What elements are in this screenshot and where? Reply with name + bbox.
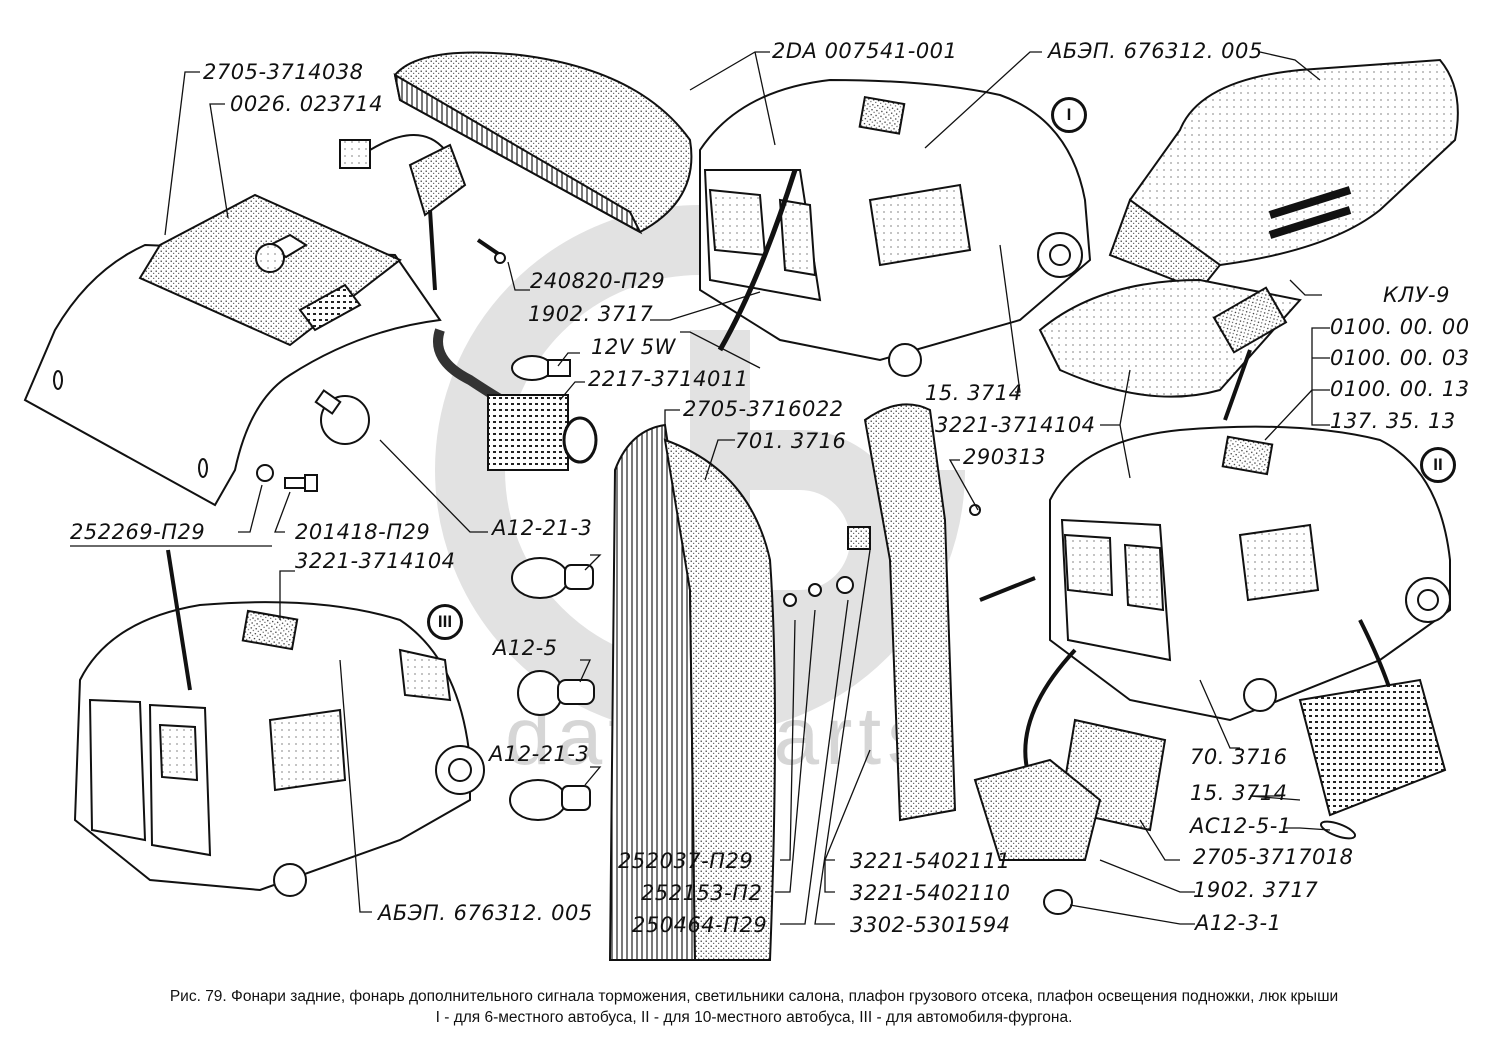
view-marker-I: I [1051,97,1087,133]
part-label: AC12-5-1 [1190,814,1292,838]
part-label: 70. 3716 [1190,745,1288,769]
van-view-II [1023,425,1451,781]
part-label: A12-21-3 [489,742,590,766]
bolt-201418 [284,474,318,492]
part-label: 250464-П29 [632,913,768,937]
van-view-I [699,78,1092,377]
door-seal-strip [863,403,981,822]
part-label: 3221-3714104 [295,549,456,573]
caption-line-2: I - для 6-местного автобуса, II - для 10… [435,1009,1073,1026]
part-label: A12-3-1 [1195,911,1282,935]
part-label: 2705-3714038 [203,60,364,84]
arrow-to-roof-hatch [1223,349,1252,421]
part-label: 2705-3717018 [1193,845,1354,869]
part-label: 252269-П29 [70,520,206,544]
part-label: 3221-5402111 [850,849,1011,873]
washer-252269 [256,464,274,482]
roof-hatch-klu9 [1038,58,1459,398]
view-marker-II: II [1420,447,1456,483]
bulb-a12-21-3-top [314,389,370,445]
high-mount-stop-lamp [393,51,693,235]
screw-240820 [476,238,506,264]
caption-line-1: Рис. 79. Фонари задние, фонарь дополните… [169,988,1339,1005]
bulb-a12-21-3-lower [509,779,591,821]
lamp-wiring-harness [339,134,598,471]
part-label: 240820-П29 [530,269,666,293]
bulb-12v5w [511,355,571,381]
part-label: 2217-3714011 [588,367,749,391]
part-label: 3221-3714104 [935,413,1096,437]
bulb-a12-5 [517,670,595,716]
part-label: КЛУ-9 [1383,283,1450,307]
part-label: 1902. 3717 [528,302,654,326]
arrow-to-view-II [979,576,1036,602]
leader-lines [70,51,1331,925]
part-label: A12-21-3 [492,516,593,540]
part-label: 12V 5W [591,335,676,359]
cargo-lamp-plafond [1298,678,1447,840]
roof-console-panel [23,193,442,507]
part-label: 252037-П29 [618,849,754,873]
part-label: 0100. 00. 13 [1330,377,1470,401]
figure-caption: Рис. 79. Фонари задние, фонарь дополните… [0,986,1508,1028]
view-marker-III: III [427,604,463,640]
part-label: 201418-П29 [295,520,431,544]
footstep-lamp [973,718,1167,915]
part-label: 0026. 023714 [230,92,383,116]
part-label: 701. 3716 [735,429,847,453]
part-label: 2DA 007541-001 [772,39,958,63]
part-label: АБЭП. 676312. 005 [1048,39,1263,63]
bulb-a12-21-3-upper [511,557,594,599]
arrow-to-view-III [166,549,192,691]
part-label: 15. 3714 [925,381,1023,405]
part-label: 137. 35. 13 [1330,409,1456,433]
tail-lamp-housing [608,423,871,961]
part-label: 3302-5301594 [850,913,1011,937]
part-label: 0100. 00. 00 [1330,315,1470,339]
van-view-III [73,601,485,897]
part-label: 3221-5402110 [850,881,1011,905]
part-label: 1902. 3717 [1193,878,1319,902]
part-label: АБЭП. 676312. 005 [378,901,593,925]
part-label: A12-5 [493,636,558,660]
part-label: 290313 [963,445,1047,469]
part-label: 0100. 00. 03 [1330,346,1470,370]
part-label: 252153-П2 [641,881,763,905]
part-label: 15. 3714 [1190,781,1288,805]
part-label: 2705-3716022 [683,397,844,421]
